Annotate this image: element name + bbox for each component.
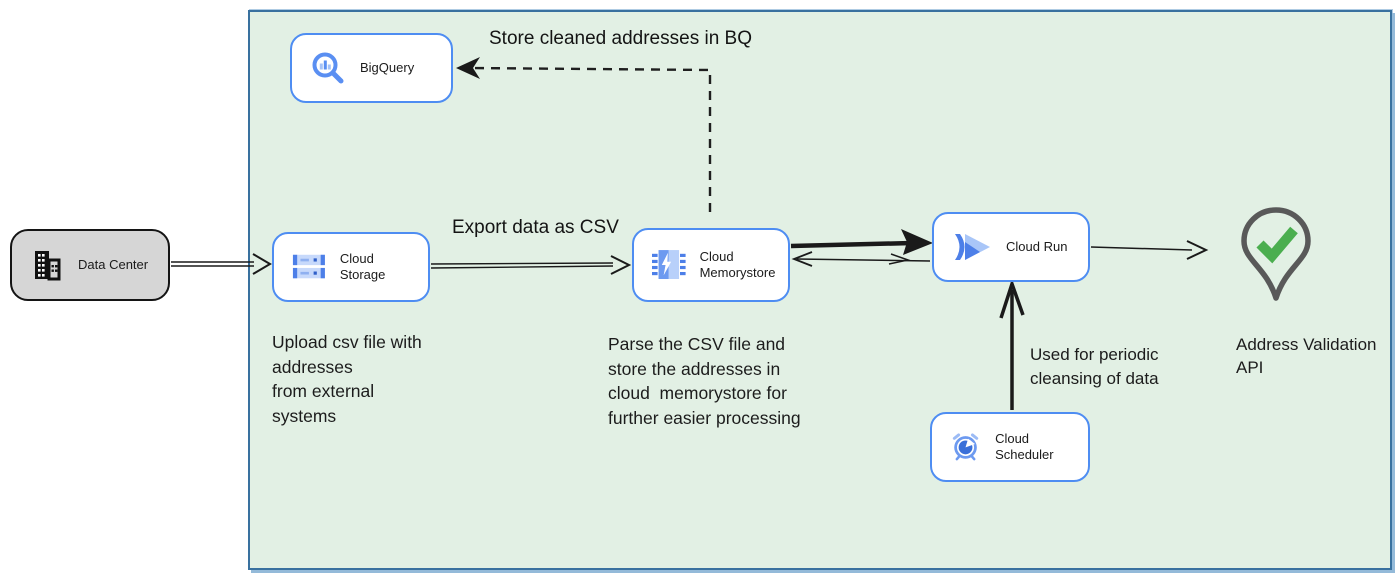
label-export-data-csv: Export data as CSV	[452, 217, 619, 238]
node-label: Address Validation API	[1236, 335, 1377, 377]
node-label: Cloud Memorystore	[699, 248, 776, 280]
location-pin-check-icon	[1241, 207, 1311, 301]
annotation-upload-csv: Upload csv file with addresses from exte…	[272, 332, 422, 426]
cloud-storage-icon	[292, 254, 325, 279]
node-label: Data Center	[78, 256, 149, 272]
memorystore-icon	[652, 250, 686, 279]
node-cloud-storage[interactable]: Cloud Storage	[272, 232, 430, 302]
node-data-center[interactable]: Data Center	[10, 229, 170, 301]
node-address-validation-api[interactable]: Address Validation API	[1218, 206, 1378, 380]
bigquery-icon	[312, 52, 344, 84]
node-cloud-scheduler[interactable]: Cloud Scheduler	[930, 412, 1090, 482]
node-cloud-run[interactable]: Cloud Run	[932, 212, 1090, 282]
annotation-periodic-cleansing: Used for periodic cleansing of data	[1030, 345, 1159, 388]
label-store-cleaned-addresses: Store cleaned addresses in BQ	[489, 28, 752, 49]
cloud-run-icon	[955, 234, 990, 260]
building-icon	[35, 251, 61, 281]
node-bigquery[interactable]: BigQuery	[290, 33, 453, 103]
node-label: Cloud Run	[1006, 238, 1068, 254]
node-cloud-memorystore[interactable]: Cloud Memorystore	[632, 228, 790, 302]
annotation-parse-csv: Parse the CSV file and store the address…	[608, 334, 801, 428]
node-label: Cloud Scheduler	[995, 430, 1054, 462]
node-label: BigQuery	[360, 59, 415, 75]
gcp-environment-container	[248, 10, 1392, 570]
node-label: Cloud Storage	[339, 250, 386, 282]
scheduler-icon	[952, 433, 979, 461]
